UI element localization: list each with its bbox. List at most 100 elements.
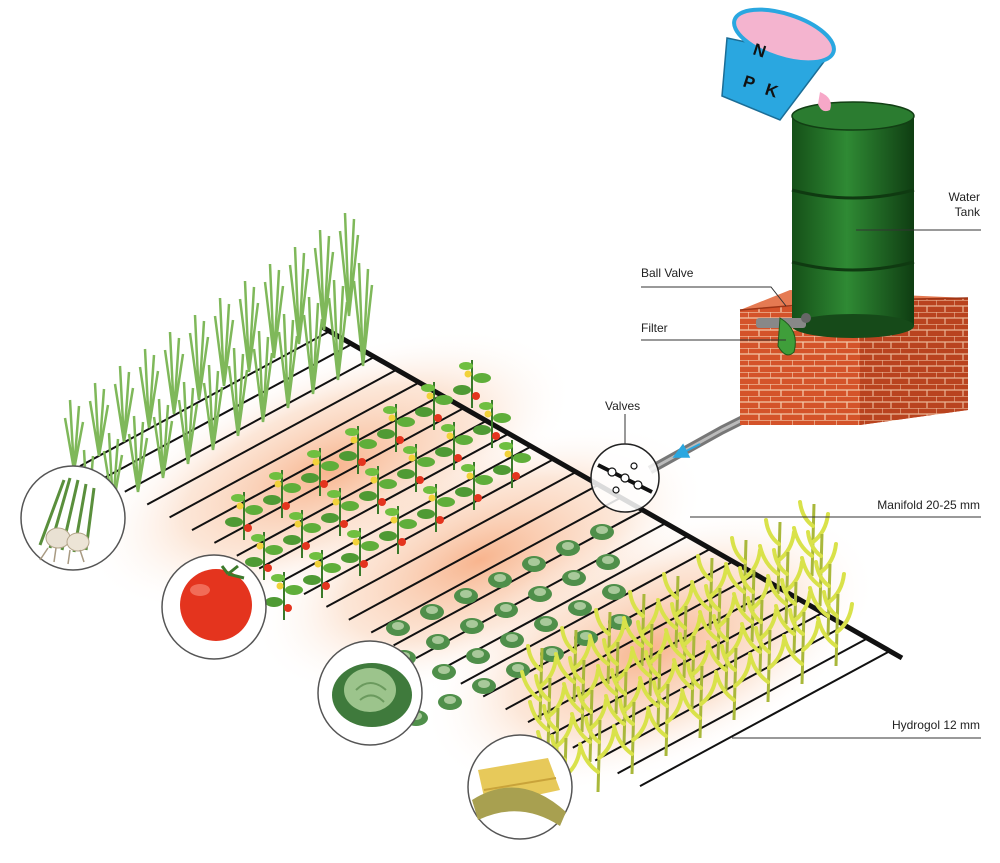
tomato-plant — [321, 488, 359, 536]
onion-plant — [113, 365, 135, 443]
cabbage-plant — [386, 620, 410, 636]
cabbage-icon — [332, 663, 412, 727]
tomato-plant — [453, 360, 491, 408]
onion-plant — [352, 262, 374, 367]
tomato-plant — [225, 492, 263, 540]
valves-cluster — [590, 443, 660, 513]
onion-plant — [277, 313, 299, 409]
corn-plant — [612, 698, 650, 775]
tomato-plant — [303, 550, 341, 598]
drip-lateral — [370, 496, 622, 634]
corn-icon-circle — [467, 734, 573, 840]
tomato-plant — [415, 382, 453, 430]
corn-plant — [706, 614, 744, 691]
tomato-plant — [341, 528, 379, 576]
onion-plant — [152, 398, 174, 479]
cabbage-crop-rows — [386, 524, 632, 726]
cabbage-icon-circle — [317, 640, 423, 746]
drip-lateral — [325, 470, 577, 608]
onion-plant — [313, 229, 335, 331]
corn-plant — [604, 668, 642, 745]
onion-plant — [88, 382, 110, 457]
valves-label: Valves — [605, 399, 641, 413]
corn-plant — [596, 638, 634, 715]
drip-lateral — [124, 355, 376, 493]
cabbage-plant — [488, 572, 512, 588]
callout-leaders — [624, 229, 981, 739]
cabbage-plant — [500, 632, 524, 648]
onion-plant — [288, 246, 310, 345]
cabbage-plant — [460, 618, 484, 634]
corn-plant — [766, 548, 804, 625]
water-tank-label-line2: Tank — [954, 205, 980, 219]
cabbage-plant — [454, 588, 478, 604]
onion-plant — [263, 263, 285, 359]
bucket-letter-p: P — [741, 72, 758, 94]
npk-bucket: N P K — [721, 7, 836, 121]
water-tank-label-line1: Water — [948, 190, 980, 204]
corn-plant — [800, 530, 838, 607]
tomato-plant — [473, 400, 511, 448]
corn-plant — [714, 644, 752, 721]
corn-plant — [638, 650, 676, 727]
onion-plant — [188, 314, 210, 401]
onion-plant — [327, 279, 349, 381]
tomato-plant — [435, 422, 473, 470]
drip-lateral — [281, 445, 533, 583]
cabbage-plant — [432, 664, 456, 680]
onion-icon-circle — [20, 465, 126, 571]
drip-lateral — [213, 406, 465, 544]
drip-lateral — [169, 381, 421, 519]
cabbage-plant — [528, 586, 552, 602]
corn-plant — [724, 536, 762, 613]
cabbage-plant — [562, 570, 586, 586]
tomato-plant — [397, 444, 435, 492]
onion-icon — [38, 477, 96, 565]
filter-unit — [756, 313, 811, 356]
corn-plant — [520, 644, 558, 721]
drip-lateral — [348, 483, 600, 621]
corn-plant — [774, 578, 812, 655]
tomato-plant — [359, 466, 397, 514]
drip-lateral — [236, 419, 488, 557]
onion-plant — [163, 331, 185, 415]
cabbage-plant — [602, 584, 626, 600]
corn-plant — [808, 560, 846, 637]
corn-plant — [570, 686, 608, 763]
cabbage-plant — [466, 648, 490, 664]
corn-plant — [622, 590, 660, 667]
corn-icon — [472, 758, 566, 826]
tomato-plant — [377, 404, 415, 452]
onion-plant — [338, 212, 360, 317]
corn-plant — [748, 626, 786, 703]
corn-plant — [630, 620, 668, 697]
cabbage-plant — [534, 616, 558, 632]
corn-plant — [578, 716, 616, 793]
onion-plant — [177, 381, 199, 465]
tomato-plant — [265, 572, 303, 620]
drip-lateral — [505, 573, 757, 711]
hydrogol-label: Hydrogol 12 mm — [891, 718, 980, 732]
corn-plant — [672, 632, 710, 709]
onion-plant — [238, 280, 260, 373]
corn-plant — [816, 590, 854, 667]
drip-lateral — [639, 650, 891, 788]
corn-plant — [758, 518, 796, 595]
cabbage-plant — [494, 602, 518, 618]
onion-plant — [213, 297, 235, 387]
corn-plant — [646, 680, 684, 757]
water-tank — [791, 101, 915, 338]
corn-plant — [528, 674, 566, 751]
tomato-plant — [379, 506, 417, 554]
cabbage-plant — [426, 634, 450, 650]
corn-plant — [732, 566, 770, 643]
corn-plant — [656, 572, 694, 649]
onion-plant — [63, 399, 85, 471]
tomato-plant — [455, 462, 493, 510]
corn-plant — [698, 584, 736, 661]
corn-plant — [690, 554, 728, 631]
cabbage-plant — [522, 556, 546, 572]
tomato-plant — [417, 484, 455, 532]
cabbage-plant — [540, 646, 564, 662]
